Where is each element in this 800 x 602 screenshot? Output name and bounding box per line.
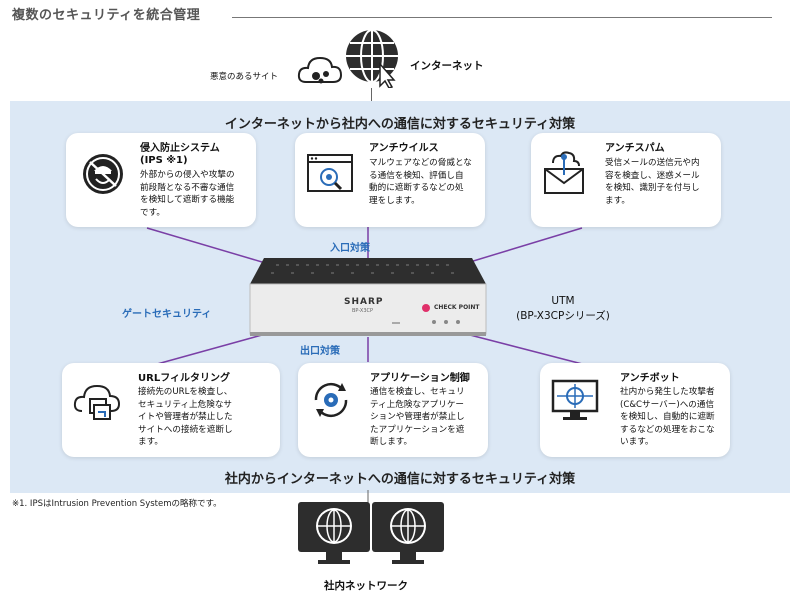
gear-cycle-icon <box>306 375 356 425</box>
malicious-site-label: 悪意のあるサイト <box>210 72 279 82</box>
spam-mail-icon <box>539 149 589 199</box>
antispam-title: アンチスパム <box>605 143 665 154</box>
antibot-title: アンチボット <box>620 373 680 384</box>
app-control-title: アプリケーション制御 <box>370 373 470 384</box>
exit-defense-label: 出口対策 <box>300 346 340 357</box>
ips-title-sub: (IPS ※1) <box>140 155 188 166</box>
office-monitor-icon <box>296 500 372 566</box>
intruder-block-icon <box>78 149 128 199</box>
internet-globe-icon <box>342 26 402 89</box>
malicious-site-cloud-icon <box>296 52 344 88</box>
url-filter-card: URLフィルタリング 接続先のURLを検査し、セキュリティ上危険なサイトや管理者… <box>62 363 280 457</box>
antibot-desc: 社内から発生した攻撃者(C&Cサーバー)への通信を検知し、自動的に遮断するなどの… <box>620 387 715 447</box>
ips-desc: 外部からの侵入や攻撃の前段階となる不審な通信を検知して遮断する機能です。 <box>140 170 235 218</box>
antibot-card: アンチボット 社内から発生した攻撃者(C&Cサーバー)への通信を検知し、自動的に… <box>540 363 730 457</box>
checkpoint-logo-label: CHECK POINT <box>434 304 480 311</box>
outbound-section-title: 社内からインターネットへの通信に対するセキュリティ対策 <box>224 472 576 487</box>
utm-model-label: BP-X3CP <box>352 308 374 314</box>
ips-card: 侵入防止システム (IPS ※1) 外部からの侵入や攻撃の前段階となる不審な通信… <box>66 133 256 227</box>
url-filter-desc: 接続先のURLを検査し、セキュリティ上危険なサイトや管理者が禁止したサイトへの接… <box>138 387 233 447</box>
url-filter-title: URLフィルタリング <box>138 373 230 384</box>
gateway-security-label: ゲートセキュリティ <box>122 309 212 320</box>
inbound-section-title: インターネットから社内への通信に対するセキュリティ対策 <box>224 117 576 132</box>
footnote: ※1. IPSはIntrusion Prevention Systemの略称です… <box>12 499 222 509</box>
title-divider <box>232 17 772 18</box>
antivirus-card: アンチウイルス マルウェアなどの脅威となる通信を検知、評価し自動的に遮断するなど… <box>295 133 485 227</box>
internet-connector-line <box>371 88 372 102</box>
page-title: 複数のセキュリティを統合管理 <box>12 8 201 23</box>
antispam-desc: 受信メールの送信元や内容を検査し、迷惑メールを検知、識別子を付与します。 <box>605 158 700 206</box>
office-monitor-icon <box>370 500 446 566</box>
utm-name-label: UTM(BP-X3CPシリーズ) <box>516 295 610 322</box>
virus-scan-window-icon <box>305 149 355 199</box>
app-control-card: アプリケーション制御 通信を検査し、セキュリティ上危険なアプリケーションや管理者… <box>298 363 488 457</box>
utm-device <box>246 256 490 338</box>
antivirus-desc: マルウェアなどの脅威となる通信を検知、評価し自動的に遮断するなどの処理をします。 <box>369 158 472 206</box>
bot-monitor-icon <box>550 375 600 425</box>
internet-label: インターネット <box>410 60 484 72</box>
entry-defense-label: 入口対策 <box>330 243 370 254</box>
cloud-link-icon <box>72 375 122 425</box>
internal-network-label: 社内ネットワーク <box>324 580 408 592</box>
ips-title: 侵入防止システム <box>140 143 220 154</box>
antivirus-title: アンチウイルス <box>369 143 439 154</box>
utm-brand-label: SHARP <box>344 297 384 307</box>
app-control-desc: 通信を検査し、セキュリティ上危険なアプリケーションや管理者が禁止したアプリケーシ… <box>370 387 465 447</box>
antispam-card: アンチスパム 受信メールの送信元や内容を検査し、迷惑メールを検知、識別子を付与し… <box>531 133 721 227</box>
